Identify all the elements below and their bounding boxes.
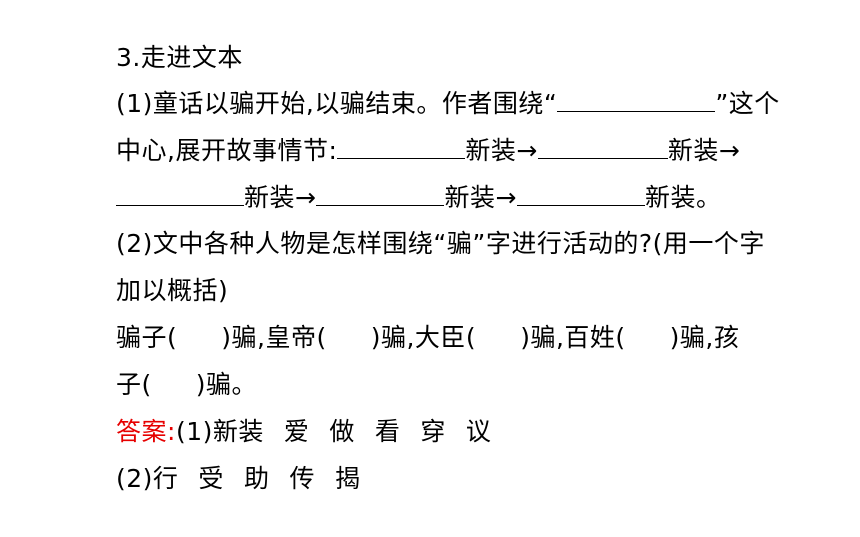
answer-item: 做: [329, 417, 355, 446]
blank-plot-3[interactable]: [116, 183, 244, 206]
q1-line-3: 新装→新装→新装。: [116, 183, 721, 213]
answer-item: 议: [465, 417, 492, 446]
q1-line-1: (1)童话以骗开始,以骗结束。作者围绕“”这个: [116, 89, 780, 118]
arrow-icon: →: [516, 136, 538, 165]
answer-item: 穿: [420, 417, 446, 446]
answer-item: 助: [243, 464, 270, 493]
answer-item: 传: [289, 464, 315, 493]
answer-item: 受: [198, 464, 224, 493]
arrow-icon: →: [718, 136, 741, 165]
answer-item: 爱: [283, 417, 310, 446]
blank-plot-5[interactable]: [516, 183, 645, 206]
blank-center-theme[interactable]: [557, 89, 716, 112]
q2-line-3: 骗子()骗,皇帝()骗,大臣()骗,百姓()骗,孩: [116, 323, 740, 352]
q2-line-1: (2)文中各种人物是怎样围绕“骗”字进行活动的?(用一个字: [116, 229, 765, 258]
answer-item: 看: [374, 417, 401, 446]
arrow-icon: →: [295, 183, 317, 212]
section-title: 3.走进文本: [116, 43, 243, 72]
answer-line-2: (2)行受助传揭: [116, 464, 361, 493]
q2-line-4: 子()骗。: [116, 370, 258, 399]
blank-plot-2[interactable]: [537, 136, 668, 159]
arrow-icon: →: [495, 183, 517, 212]
q2-line-2: 加以概括): [116, 276, 229, 305]
blank-plot-1[interactable]: [337, 136, 466, 159]
answer-item: 揭: [334, 464, 361, 493]
answer-label: 答案:: [116, 417, 176, 446]
blank-plot-4[interactable]: [316, 183, 445, 206]
q1-line-2: 中心,展开故事情节:新装→新装→: [116, 136, 741, 165]
answer-line-1: 答案:(1)新装爱做看穿议: [116, 417, 492, 446]
